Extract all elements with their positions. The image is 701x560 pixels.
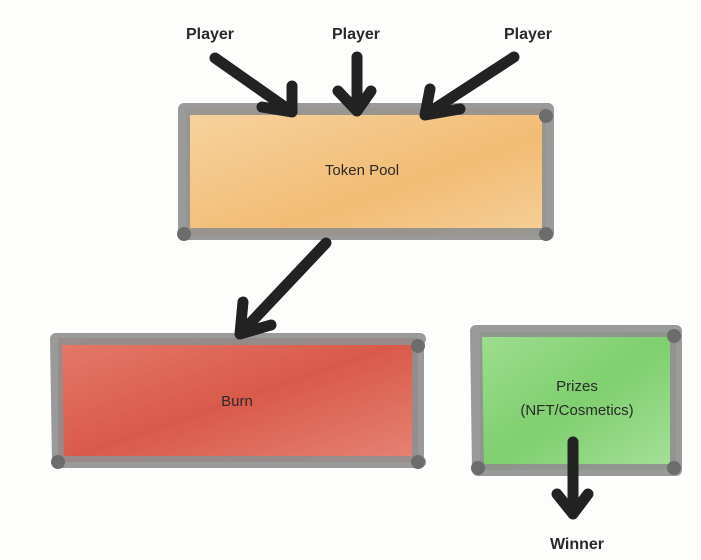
token-pool-label: Token Pool [325,162,399,179]
player-label-3: Player [504,26,552,43]
player-label-2: Player [332,26,380,43]
arrow-player1-to-pool [209,52,298,118]
burn-box: Burn [50,333,426,469]
winner-label: Winner [550,536,604,553]
arrow-prizes-to-winner [551,436,594,520]
burn-label: Burn [221,393,253,410]
arrow-player3-to-pool [419,51,520,121]
player-label-1: Player [186,26,234,43]
token-pool-box: Token Pool [177,103,554,241]
arrow-player2-to-pool [332,51,377,117]
prizes-sublabel: (NFT/Cosmetics) [520,402,633,419]
prizes-label: Prizes [556,378,598,395]
arrow-pool-to-burn [234,237,332,340]
